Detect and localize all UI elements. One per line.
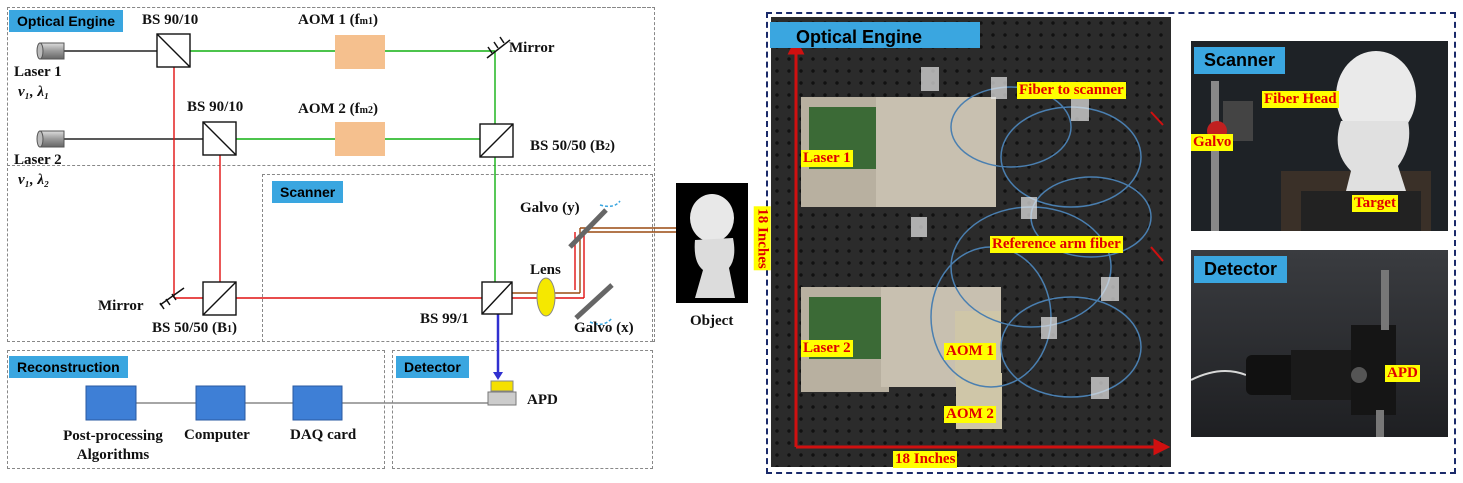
mirror-bottom-shape	[159, 287, 185, 310]
photo-scanner-tag: Scanner	[1194, 47, 1286, 74]
bs-b1-label: BS 50/50 (B1)	[152, 320, 238, 336]
photo-aom1: AOM 1	[944, 343, 996, 360]
photo-reference-arm: Reference arm fiber	[990, 236, 1123, 253]
detector-tag: Detector	[396, 356, 469, 378]
galvo-x-label: Galvo (x)	[574, 320, 634, 336]
photo-laser1: Laser 1	[801, 150, 853, 167]
scanner-tag: Scanner	[272, 181, 344, 203]
laser2-params: ν₁, λ₂	[18, 172, 50, 188]
reconstruction-box	[7, 350, 385, 469]
photo-fiber-to-scanner: Fiber to scanner	[1017, 82, 1126, 99]
laser1-label: Laser 1	[14, 64, 62, 80]
daq-label: DAQ card	[290, 427, 357, 443]
galvo-y-shape	[568, 200, 621, 249]
photo-dim-horizontal: 18 Inches	[893, 451, 958, 468]
laser1-params: ν₁, λ₁	[18, 84, 50, 100]
galvo-x-shape	[574, 283, 614, 325]
bs-99	[481, 281, 513, 315]
photo-detector-tag: Detector	[1194, 256, 1288, 283]
photo-laser2: Laser 2	[801, 340, 853, 357]
detector-box	[392, 350, 653, 469]
aom1-box	[335, 35, 385, 69]
mirror-top-label: Mirror	[509, 40, 555, 56]
reconstruction-tag: Reconstruction	[9, 356, 128, 378]
post-processing-label: Post-processing Algorithms	[63, 428, 163, 463]
object-label: Object	[690, 313, 734, 329]
photo-dim-vertical: 18 Inches	[753, 206, 771, 271]
photo-fiber-head: Fiber Head	[1262, 91, 1339, 108]
photo-optical-engine-tag: Optical Engine	[770, 22, 980, 48]
bs-b1	[202, 281, 237, 316]
mirror-top-shape	[486, 36, 511, 59]
photo-aom2: AOM 2	[944, 406, 996, 423]
mirror-bottom-label: Mirror	[98, 298, 144, 314]
optical-engine-tag: Optical Engine	[9, 10, 124, 32]
computer-label: Computer	[184, 427, 250, 443]
post-processing-block	[85, 385, 137, 421]
bs-mid-label: BS 90/10	[187, 99, 244, 115]
lens-shape	[536, 277, 556, 317]
bs-b2	[479, 123, 514, 158]
bs-mid	[202, 121, 237, 156]
aom1-label: AOM 1 (fm1)	[298, 12, 378, 28]
computer-block	[195, 385, 246, 421]
optical-engine-photo-art	[787, 37, 1171, 456]
apd-shape	[487, 380, 517, 406]
object-image	[676, 183, 748, 303]
lens-label: Lens	[530, 262, 561, 278]
aom2-box	[335, 122, 385, 156]
apd-label: APD	[527, 392, 558, 408]
schematic-svg	[36, 33, 748, 421]
laser2-body	[36, 130, 65, 148]
galvo-y-label: Galvo (y)	[520, 200, 580, 216]
bs-top-label: BS 90/10	[142, 12, 199, 28]
aom2-label: AOM 2 (fm2)	[298, 101, 378, 117]
detector-photo-art	[1191, 270, 1396, 437]
bs-99-label: BS 99/1	[420, 311, 469, 327]
photo-apd: APD	[1385, 365, 1420, 382]
bs-b2-label: BS 50/50 (B2)	[530, 138, 616, 154]
daq-block	[292, 385, 343, 421]
laser2-label: Laser 2	[14, 152, 62, 168]
photo-target: Target	[1352, 195, 1398, 212]
bs-top	[156, 33, 191, 68]
photo-galvo: Galvo	[1191, 134, 1234, 151]
laser1-body	[36, 42, 65, 60]
